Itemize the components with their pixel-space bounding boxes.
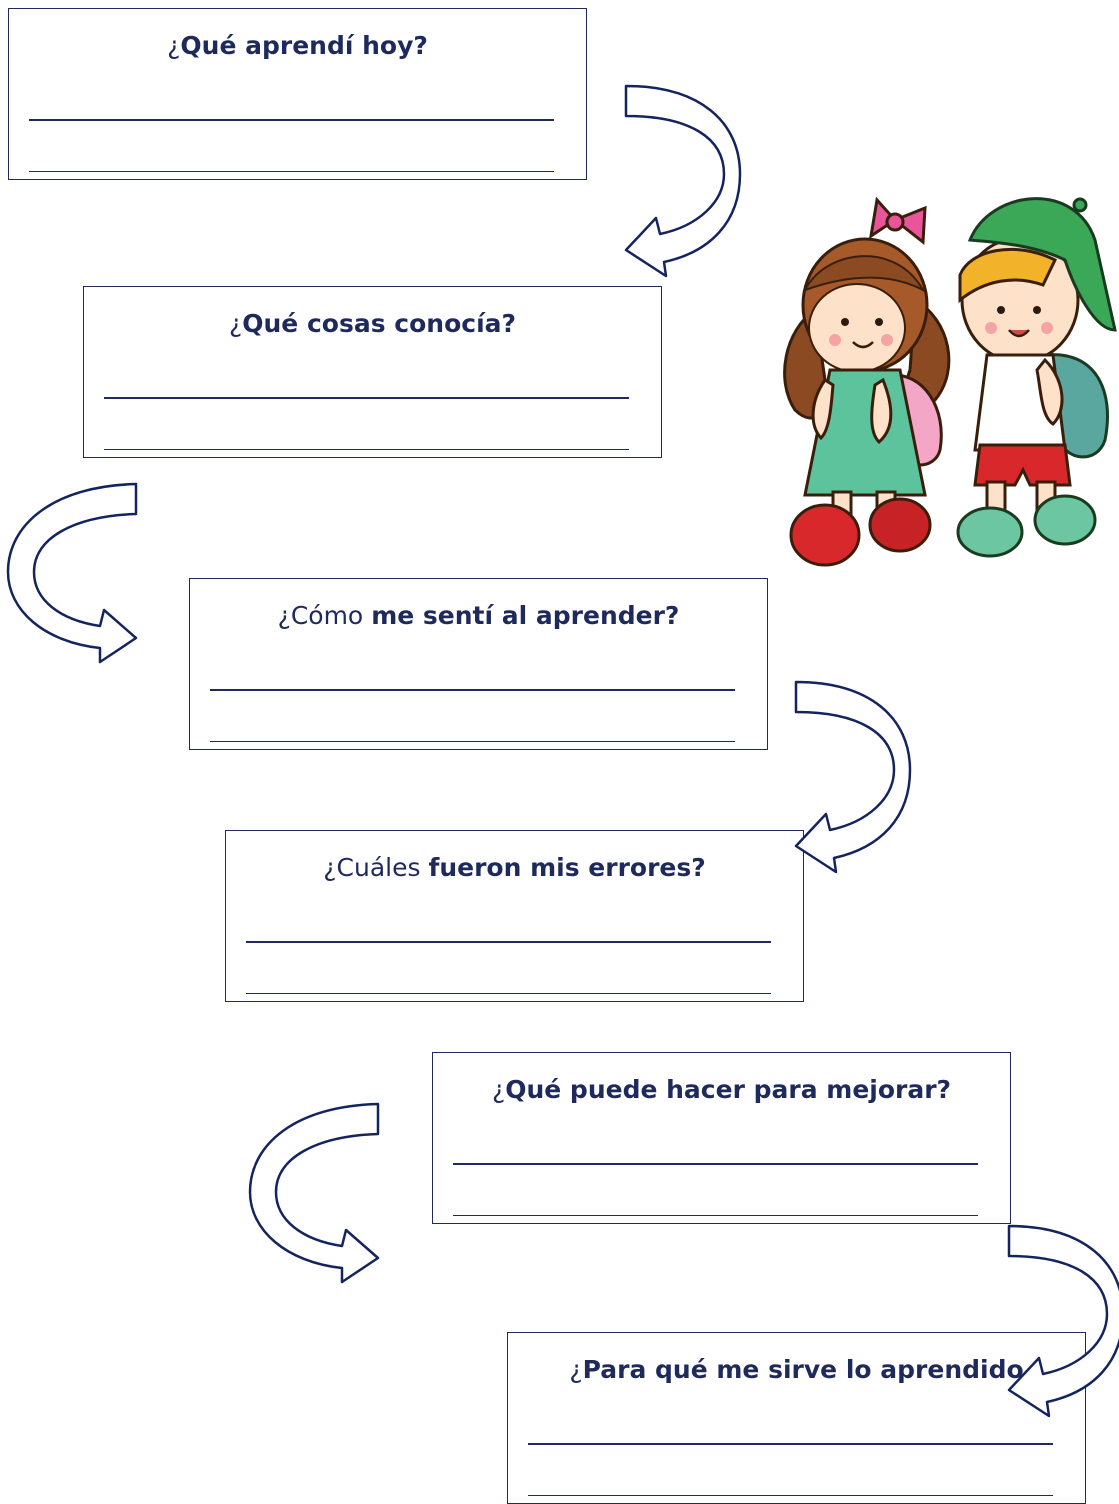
answer-line[interactable] [210, 689, 735, 691]
question-box-2: ¿Qué cosas conocía? [83, 286, 662, 458]
answer-line[interactable] [210, 741, 735, 742]
curved-arrow-icon [1007, 1224, 1119, 1418]
answer-line[interactable] [246, 993, 771, 994]
question-box-1: ¿Qué aprendí hoy? [8, 8, 587, 180]
answer-line[interactable] [453, 1215, 978, 1216]
answer-line[interactable] [246, 941, 771, 943]
question-title: ¿Cómo me sentí al aprender? [277, 601, 680, 630]
question-title: ¿Qué puede hacer para mejorar? [491, 1075, 952, 1104]
answer-line[interactable] [29, 119, 554, 121]
answer-line[interactable] [528, 1495, 1053, 1496]
children-illustration-icon [783, 196, 1117, 567]
answer-line[interactable] [453, 1163, 978, 1165]
curved-arrow-icon [794, 680, 912, 874]
answer-line[interactable] [104, 397, 629, 399]
question-title: ¿Cuáles fueron mis errores? [323, 853, 706, 882]
question-box-3: ¿Cómo me sentí al aprender? [189, 578, 768, 750]
question-box-4: ¿Cuáles fueron mis errores? [225, 830, 804, 1002]
question-box-6: ¿Para qué me sirve lo aprendido [507, 1332, 1086, 1504]
curved-arrow-icon [248, 1102, 380, 1284]
curved-arrow-icon [624, 84, 742, 278]
question-title: ¿Qué cosas conocía? [228, 309, 517, 338]
answer-line[interactable] [29, 171, 554, 172]
answer-line[interactable] [104, 449, 629, 450]
question-box-5: ¿Qué puede hacer para mejorar? [432, 1052, 1011, 1224]
girl-figure [783, 196, 951, 567]
question-title: ¿Para qué me sirve lo aprendido [569, 1355, 1024, 1384]
curved-arrow-icon [6, 482, 138, 664]
answer-line[interactable] [528, 1443, 1053, 1445]
boy-figure [956, 197, 1117, 558]
question-title: ¿Qué aprendí hoy? [167, 31, 428, 60]
